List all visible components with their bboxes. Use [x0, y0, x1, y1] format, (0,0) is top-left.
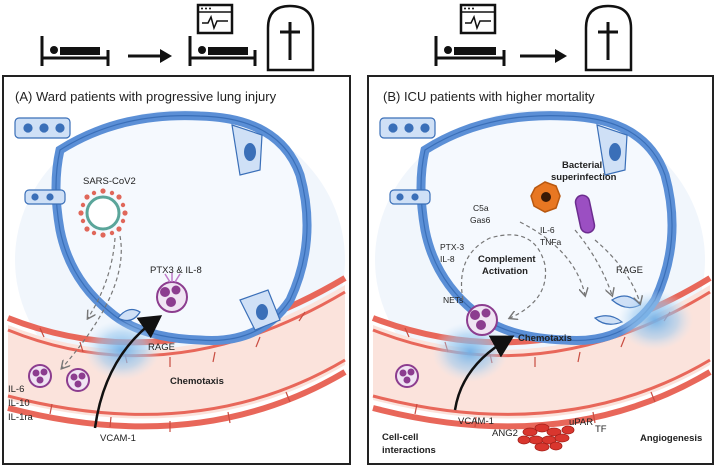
- label-complement-2: Activation: [482, 266, 528, 277]
- dashed-arrows-b: [460, 221, 640, 318]
- ecg-monitor-icon-a: [196, 3, 234, 35]
- neutrophil-icon-a2: [28, 364, 52, 388]
- label-upar: uPAR: [569, 417, 593, 428]
- panel-b: (B) ICU patients with higher mortality: [367, 75, 714, 465]
- neutrophil-icon-b1: [466, 304, 498, 336]
- label-il6-b: IL-6: [540, 225, 555, 235]
- platelet-cluster-icon: [517, 423, 575, 452]
- label-sars-cov2: SARS-CoV2: [83, 176, 136, 187]
- panel-a-title: (A) Ward patients with progressive lung …: [15, 89, 277, 104]
- bed-icon-b: [434, 36, 506, 66]
- dashed-arrows-a: [62, 235, 122, 368]
- purple-bacteria-icon: [574, 194, 596, 234]
- label-vcam1-a: VCAM-1: [100, 433, 136, 444]
- alveolus-a: [14, 111, 312, 345]
- label-il8-b: IL-8: [440, 254, 455, 264]
- orange-bacteria-icon: [530, 181, 561, 213]
- label-c5a: C5a: [473, 203, 489, 213]
- tombstone-cross-icon-a: [266, 4, 315, 72]
- label-il6-a: IL-6: [8, 384, 24, 395]
- label-complement-1: Complement: [478, 254, 536, 265]
- label-bacterial-1: Bacterial: [562, 160, 602, 171]
- label-rage-a: RAGE: [148, 342, 175, 353]
- label-chemotaxis-b: Chemotaxis: [518, 333, 572, 344]
- panel-a: (A) Ward patients with progressive lung …: [2, 75, 351, 465]
- label-il1ra: IL-1ra: [8, 412, 34, 423]
- label-il10: IL-10: [8, 398, 30, 409]
- label-ang2: ANG2: [492, 428, 518, 439]
- neutrophil-icon-a1: [156, 272, 188, 313]
- neutrophil-icon-a3: [66, 368, 90, 392]
- label-chemotaxis-a: Chemotaxis: [170, 376, 224, 387]
- label-bacterial-2: superinfection: [551, 172, 617, 183]
- label-vcam1-b: VCAM-1: [458, 416, 494, 427]
- neutrophil-icon-b2: [395, 364, 419, 388]
- tombstone-cross-icon-b: [584, 4, 633, 72]
- arrow-icon-a: [128, 49, 172, 63]
- label-rage-b: RAGE: [616, 265, 643, 276]
- label-nets: NETs: [443, 295, 463, 305]
- label-cellcell-1: Cell-cell: [382, 432, 418, 443]
- bed-icon-a1: [40, 36, 110, 66]
- ecg-monitor-icon-b: [459, 3, 497, 35]
- label-angiogenesis: Angiogenesis: [640, 433, 702, 444]
- label-tf: TF: [595, 424, 607, 435]
- label-cellcell-2: interactions: [382, 445, 436, 456]
- label-ptx3-il8: PTX3 & IL-8: [150, 265, 202, 276]
- arrow-icon-b: [520, 49, 567, 63]
- label-gas6: Gas6: [470, 215, 491, 225]
- sars-cov2-virus-icon: [78, 188, 128, 238]
- chemotaxis-arrow-b: [453, 335, 515, 411]
- panel-b-title: (B) ICU patients with higher mortality: [383, 89, 595, 104]
- inflammation-glow-b2: [617, 290, 693, 350]
- label-ptx3-b: PTX-3: [440, 242, 464, 252]
- chemotaxis-arrow-a: [93, 315, 163, 429]
- bed-icon-a2: [188, 36, 257, 66]
